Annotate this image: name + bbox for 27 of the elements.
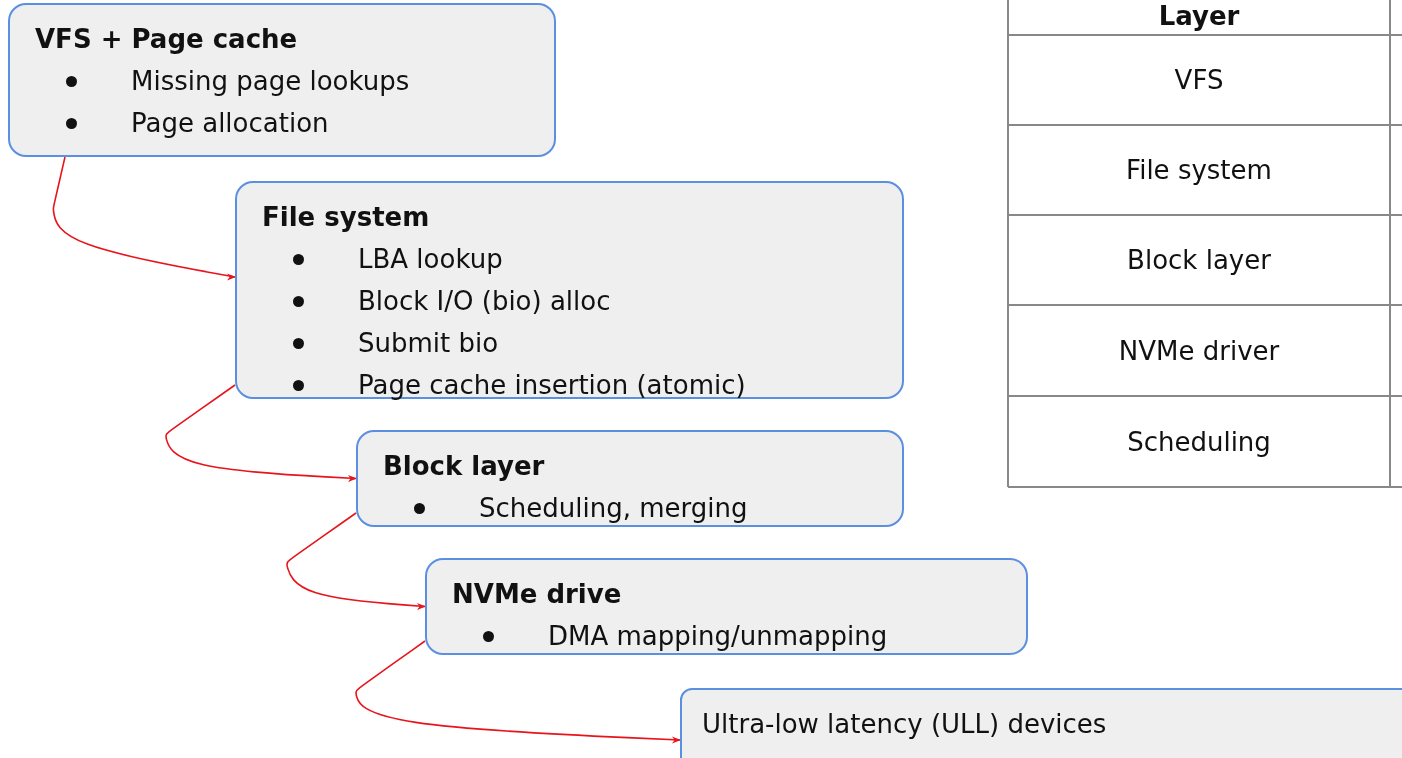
bullet-text: Scheduling, merging <box>479 492 748 524</box>
bullet-text: Page allocation <box>131 107 329 139</box>
layer-name: Scheduling <box>1126 425 1272 458</box>
box-heading: File system <box>262 201 430 233</box>
bullet-text: Submit bio <box>358 327 499 359</box>
bullet-text: Missing page lookups <box>131 65 410 97</box>
bullet-text: Block I/O (bio) alloc <box>358 285 611 317</box>
arrow <box>165 384 357 482</box>
table-header: Layer <box>1157 0 1241 32</box>
process-box <box>356 430 904 527</box>
layer-name: Block layer <box>1126 244 1272 276</box>
layer-name: VFS <box>1173 64 1225 96</box>
process-box <box>425 558 1028 655</box>
layer-name: NVMe driver <box>1117 334 1281 367</box>
bullet-text: LBA lookup <box>358 243 503 275</box>
arrow <box>286 512 426 610</box>
box-heading: NVMe drive <box>452 578 622 610</box>
process-box <box>8 3 556 157</box>
bullet-text: Page cache insertion (atomic) <box>358 369 746 401</box>
arrow <box>355 640 681 744</box>
box-text: Ultra-low latency (ULL) devices <box>702 708 1107 740</box>
process-box <box>235 181 904 399</box>
layer-name: File system <box>1125 154 1273 186</box>
arrow <box>52 156 236 280</box>
box-heading: Block layer <box>383 450 545 482</box>
bullet-text: DMA mapping/unmapping <box>548 620 888 652</box>
box-heading: VFS + Page cache <box>35 23 298 55</box>
